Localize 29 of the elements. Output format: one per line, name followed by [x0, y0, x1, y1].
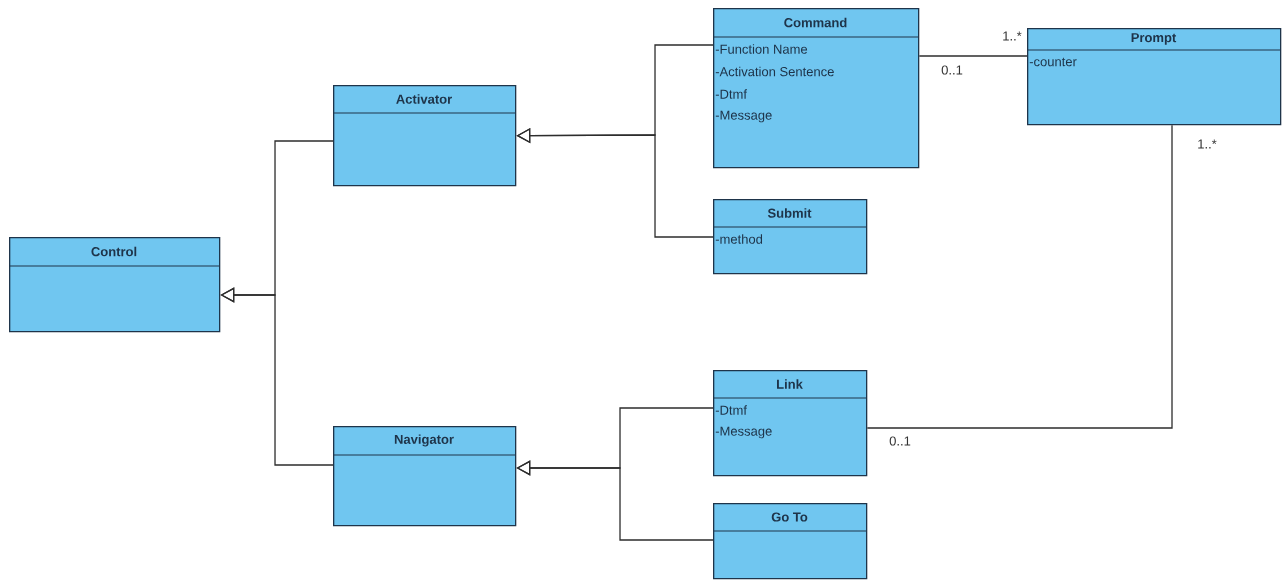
association-line	[866, 124, 1173, 429]
multiplicity: 0..1	[889, 436, 911, 446]
class-box	[1026, 28, 1282, 126]
class-name: Navigator	[394, 434, 454, 447]
multiplicity: 0..1	[941, 65, 963, 75]
class-name: Go To	[771, 512, 808, 522]
attribute: -Dtmf	[715, 89, 747, 99]
attribute: -Message	[715, 110, 772, 123]
class-name: Command	[784, 17, 847, 28]
class-box	[332, 85, 517, 187]
attribute: -counter	[1029, 57, 1077, 67]
class-name: Activator	[396, 94, 452, 104]
attribute: -method	[715, 234, 763, 244]
class-box	[332, 426, 517, 527]
class-name: Submit	[767, 208, 812, 218]
class-name: Control	[91, 246, 137, 257]
class-box	[8, 237, 221, 333]
class-name: Prompt	[1131, 33, 1177, 45]
attribute: -Dtmf	[715, 405, 747, 415]
class-box	[712, 503, 868, 580]
class-box	[712, 370, 868, 477]
multiplicity: 1..*	[1198, 139, 1217, 149]
class-name: Link	[777, 379, 803, 389]
attribute: -Activation Sentence	[715, 66, 834, 77]
attribute: -Message	[715, 426, 772, 439]
class-box	[712, 199, 868, 275]
attribute: -Function Name	[715, 44, 808, 54]
association-line	[918, 55, 1028, 57]
class-box	[712, 8, 920, 169]
